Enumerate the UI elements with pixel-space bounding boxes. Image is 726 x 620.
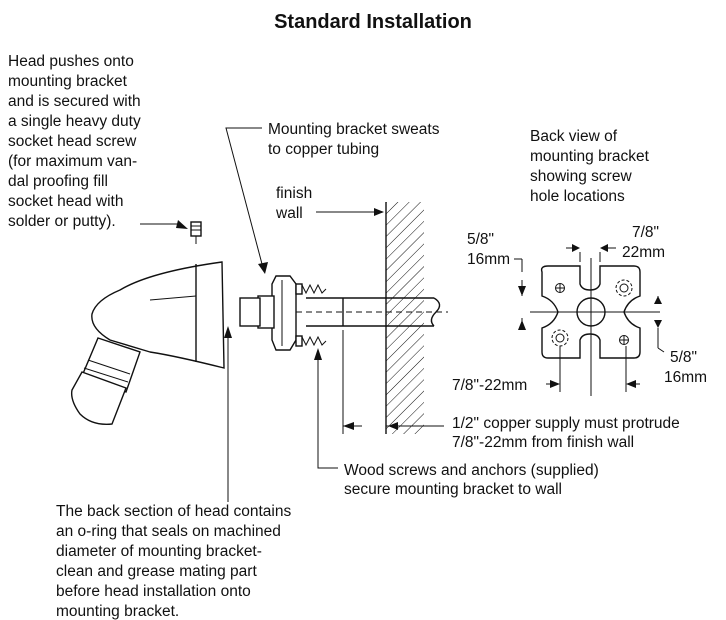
wood-screw-bottom bbox=[295, 335, 327, 347]
bracket-back-view bbox=[530, 258, 660, 396]
back-section-callout: The back section of head contains an o-r… bbox=[56, 503, 296, 620]
finish-wall-leader bbox=[316, 208, 384, 216]
finish-wall-callout: finish wall bbox=[275, 185, 317, 222]
dim-bottom: 7/8"-22mm bbox=[452, 377, 527, 394]
back-section-leader bbox=[224, 326, 232, 502]
copper-tubing bbox=[286, 297, 448, 327]
dim-right-side: 5/8" 16mm bbox=[664, 349, 707, 386]
bracket-sweats-leader bbox=[225, 127, 268, 274]
shower-nozzle bbox=[70, 337, 141, 425]
copper-supply-callout: 1/2" copper supply must protrude 7/8"-22… bbox=[452, 415, 684, 451]
mounting-bracket-side bbox=[239, 275, 327, 351]
wood-screws-callout: Wood screws and anchors (supplied) secur… bbox=[344, 462, 603, 498]
dim-right-top: 7/8" 22mm bbox=[622, 224, 665, 261]
diagram-title: Standard Installation bbox=[274, 11, 472, 33]
socket-head-screw bbox=[190, 221, 202, 244]
shower-head bbox=[70, 221, 225, 425]
wood-screws-leader bbox=[314, 348, 338, 469]
wood-screw-top bbox=[295, 283, 327, 295]
head-pushes-callout: Head pushes onto mounting bracket and is… bbox=[8, 53, 145, 230]
back-view-dimensions bbox=[514, 244, 665, 392]
protrude-dimension bbox=[342, 330, 444, 434]
bracket-sweats-callout: Mounting bracket sweats to copper tubing bbox=[268, 121, 444, 158]
finish-wall bbox=[385, 202, 424, 434]
back-view-callout: Back view of mounting bracket showing sc… bbox=[530, 128, 653, 205]
dim-left-top: 5/8" 16mm bbox=[467, 231, 510, 268]
head-screw-leader bbox=[140, 220, 188, 229]
